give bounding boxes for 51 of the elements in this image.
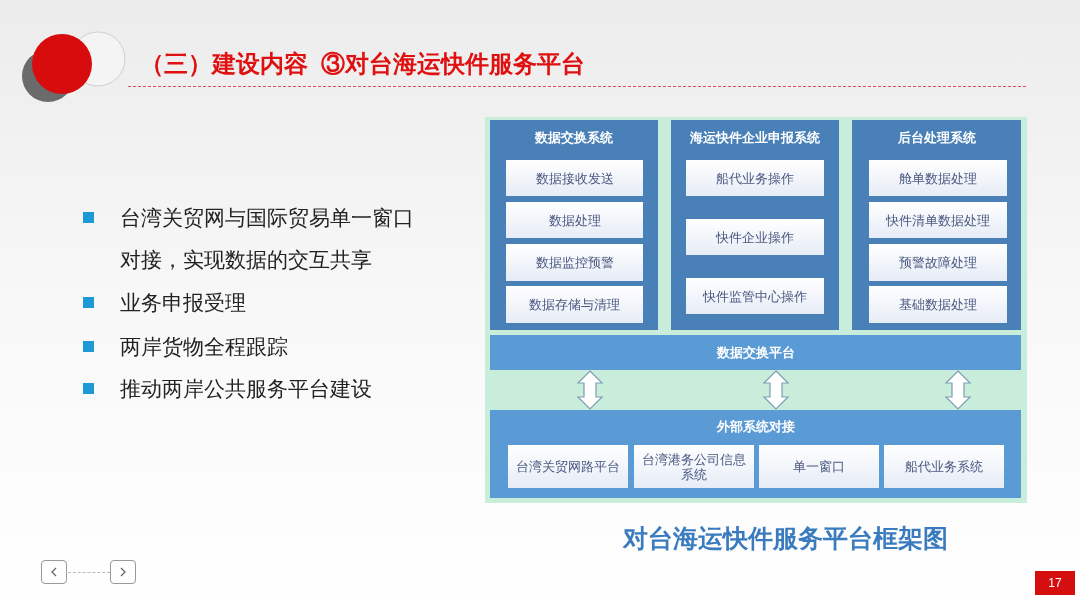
- panel-title: 数据交换系统: [535, 129, 613, 147]
- system-panel: [671, 120, 839, 330]
- panel-title: 海运快件企业申报系统: [690, 129, 820, 147]
- module-box: [634, 445, 754, 488]
- module-box: [869, 244, 1007, 281]
- module-label: 快件企业操作: [715, 229, 795, 245]
- module-label: 快件清单数据处理: [885, 212, 991, 228]
- system-panel: [490, 120, 658, 330]
- module-box: [884, 445, 1004, 488]
- panel-title: 后台处理系统: [897, 129, 976, 147]
- double-arrow: [944, 370, 972, 410]
- module-label: 台湾港务公司信息系统: [641, 451, 747, 482]
- frame-panel: [485, 117, 1027, 503]
- module-label: 数据接收发送: [534, 170, 615, 186]
- platform-bar: [490, 335, 1021, 370]
- module-label: 船代业务系统: [904, 459, 984, 474]
- module-box: [506, 244, 643, 281]
- bullet-text: 推动两岸公共服务平台建设: [120, 376, 373, 402]
- system-panel: [852, 120, 1021, 330]
- module-box: [686, 219, 824, 255]
- double-arrow: [762, 370, 790, 410]
- system-panel: [490, 410, 1021, 498]
- module-label: 舱单数据处理: [898, 170, 978, 186]
- module-box: [506, 286, 643, 323]
- module-label: 预警故障处理: [898, 255, 978, 270]
- diagram-caption: 对台海运快件服务平台框架图: [621, 523, 949, 554]
- bullet-text: 台湾关贸网与国际贸易单一窗口对接，实现数据的交互共享: [120, 205, 415, 273]
- module-box: [506, 160, 643, 196]
- page-number: 17: [1035, 571, 1075, 595]
- module-box: [506, 202, 643, 238]
- module-label: 数据监控预警: [534, 255, 615, 270]
- module-label: 台湾关贸网路平台: [515, 459, 621, 474]
- module-box: [869, 202, 1007, 238]
- module-box: [869, 160, 1007, 196]
- bar-label: 数据交换平台: [716, 343, 795, 362]
- module-box: [686, 160, 824, 196]
- bullet-text: 两岸货物全程跟踪: [120, 334, 289, 360]
- module-label: 单一窗口: [792, 459, 846, 474]
- module-box: [686, 278, 824, 314]
- module-box: [759, 445, 879, 488]
- module-box: [869, 286, 1007, 323]
- module-box: [508, 445, 628, 488]
- module-label: 基础数据处理: [898, 297, 978, 312]
- bullet-text: 业务申报受理: [120, 290, 247, 316]
- slide-title: （三）建设内容 ③对台海运快件服务平台: [140, 49, 586, 79]
- module-label: 数据处理: [547, 212, 602, 228]
- module-label: 船代业务操作: [715, 170, 795, 186]
- double-arrow: [576, 370, 604, 410]
- panel-title: 外部系统对接: [716, 418, 795, 436]
- module-label: 数据存储与清理: [528, 297, 621, 312]
- module-label: 快件监管中心操作: [702, 288, 808, 304]
